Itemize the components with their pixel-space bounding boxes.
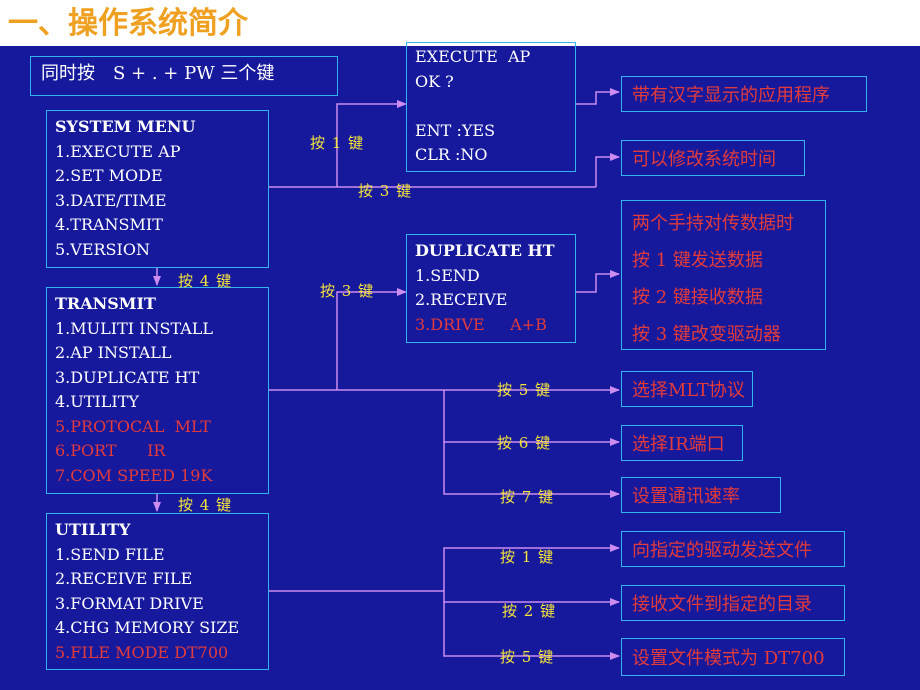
system-menu-item: 2.SET MODE [55,166,163,185]
output-recv-file: 接收文件到指定的目录 [621,585,845,621]
key-label: 按 6 键 [497,434,552,452]
system-menu-item: 4.TRANSMIT [55,215,163,234]
transmit-item: 3.DUPLICATE HT [55,367,200,387]
execute-ap-line: CLR :NO [415,145,488,164]
transmit-item: 1.MULITI INSTALL [55,318,214,338]
utility-box: UTILITY 1.SEND FILE 2.RECEIVE FILE 3.FOR… [46,513,269,670]
dup-info-line: 两个手持对传数据时 [632,213,794,234]
duplicate-ht-item: 1.SEND [415,265,480,285]
key-label: 按 3 键 [358,182,413,200]
wire-to-execute-ap [336,100,407,187]
page-title: 一、操作系统简介 [8,6,248,41]
system-menu-item: 1.EXECUTE AP [55,141,181,161]
utility-item: 2.RECEIVE FILE [55,569,193,588]
output-send-file: 向指定的驱动发送文件 [621,531,845,567]
utility-item: 1.SEND FILE [55,544,165,564]
dup-info-line: 按 2 键接收数据 [632,287,763,308]
key-label: 按 1 键 [310,134,365,152]
output-modify-time: 可以修改系统时间 [621,140,805,176]
wire-to-duplicate [336,288,407,390]
output-ir: 选择IR端口 [621,425,743,461]
wire-to-send-file [443,544,620,591]
output-chinese-app: 带有汉字显示的应用程序 [621,76,867,112]
transmit-item: 4.UTILITY [55,392,139,411]
output-speed: 设置通讯速率 [621,477,781,513]
duplicate-ht-item: 2.RECEIVE [415,290,508,309]
wire-to-file-mode [443,602,620,660]
key-label: 按 5 键 [500,648,555,666]
utility-title: UTILITY [55,520,131,539]
duplicate-ht-item-drive: 3.DRIVE A+B [415,314,547,334]
transmit-item: 2.AP INSTALL [55,343,172,362]
system-menu-item: 5.VERSION [55,239,150,259]
key-label: 按 2 键 [502,602,557,620]
execute-ap-title: EXECUTE AP [415,47,531,66]
output-duplicate-info: 两个手持对传数据时 按 1 键发送数据 按 2 键接收数据 按 3 键改变驱动器 [621,200,826,350]
system-menu-title: SYSTEM MENU [55,117,196,136]
utility-item: 3.FORMAT DRIVE [55,593,204,613]
execute-ap-box: EXECUTE AP OK ? ENT :YES CLR :NO [406,42,576,172]
execute-ap-line: OK ? [415,71,454,91]
transmit-item-port: 6.PORT IR [55,441,166,460]
wire-to-dup-info [575,270,620,293]
key-label: 按 4 键 [178,272,233,290]
transmit-item-protocol: 5.PROTOCAL MLT [55,416,211,436]
utility-item: 4.CHG MEMORY SIZE [55,618,240,637]
wire-to-modify-time [595,153,620,187]
transmit-title: TRANSMIT [55,294,156,313]
system-menu-item: 3.DATE/TIME [55,190,167,210]
output-file-mode: 设置文件模式为 DT700 [621,638,845,676]
dup-info-line: 按 1 键发送数据 [632,250,763,271]
key-label: 按 7 键 [500,488,555,506]
key-label: 按 4 键 [178,496,233,514]
output-mlt: 选择MLT协议 [621,371,753,407]
duplicate-ht-box: DUPLICATE HT 1.SEND 2.RECEIVE 3.DRIVE A+… [406,234,576,343]
diagram-panel [0,46,920,690]
wire-to-speed [443,442,620,498]
key-label: 按 1 键 [500,548,555,566]
transmit-item-speed: 7.COM SPEED 19K [55,465,213,485]
duplicate-ht-title: DUPLICATE HT [415,241,555,260]
utility-item-file-mode: 5.FILE MODE DT700 [55,642,229,662]
system-menu-box: SYSTEM MENU 1.EXECUTE AP 2.SET MODE 3.DA… [46,110,269,268]
execute-ap-line [415,94,567,119]
transmit-box: TRANSMIT 1.MULITI INSTALL 2.AP INSTALL 3… [46,287,269,494]
wire-to-chinese-app [575,88,620,105]
key-label: 按 5 键 [497,381,552,399]
key-label: 按 3 键 [320,282,375,300]
dup-info-line: 按 3 键改变驱动器 [632,324,781,345]
execute-ap-line: ENT :YES [415,120,496,140]
key-combo-hint: 同时按 S + . + PW 三个键 [30,56,338,96]
